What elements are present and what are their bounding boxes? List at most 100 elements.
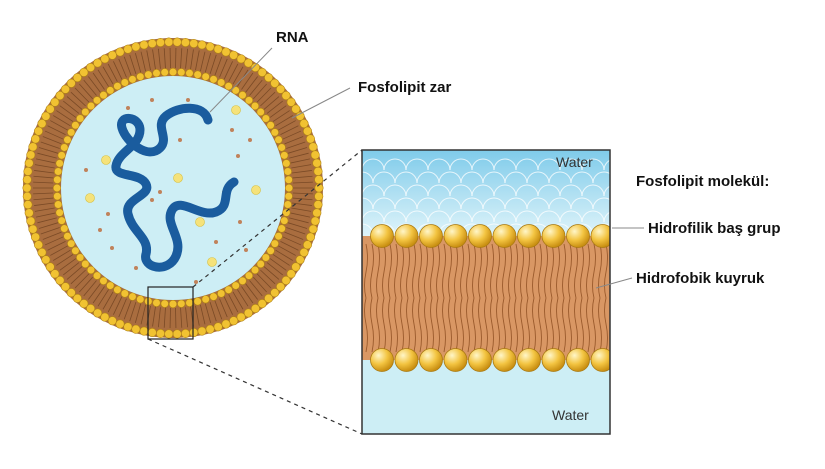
membrane-tail-line xyxy=(249,79,263,96)
water-scale xyxy=(372,197,396,210)
membrane-tail-line xyxy=(289,217,309,224)
upper-tail xyxy=(478,243,482,299)
water-scale xyxy=(394,197,418,210)
lower-tail xyxy=(574,297,578,353)
inner-head-bead xyxy=(52,183,62,193)
membrane-tail-line xyxy=(34,202,54,206)
lower-tail xyxy=(586,297,590,353)
outer-head-bead xyxy=(172,329,182,339)
outer-head-bead xyxy=(100,54,110,64)
membrane-tail-line xyxy=(123,56,132,76)
outer-head-bead xyxy=(100,312,110,322)
inner-head-bead xyxy=(76,114,85,123)
membrane-tail-line xyxy=(74,273,90,289)
lower-tail xyxy=(472,297,476,353)
membrane-tail-line xyxy=(34,170,54,174)
outer-head-bead xyxy=(302,126,312,136)
membrane-tail-line xyxy=(44,236,64,246)
outer-head-bead xyxy=(291,262,301,272)
membrane-tail-line xyxy=(152,306,156,327)
water-scale xyxy=(559,184,583,197)
membrane-tail-line xyxy=(40,227,60,235)
yellow-particle xyxy=(195,217,205,227)
bilayer-tails xyxy=(364,243,608,353)
outer-head-bead xyxy=(45,104,55,114)
membrane-tail-line xyxy=(289,152,309,159)
outer-head-bead xyxy=(313,200,323,210)
water-scale xyxy=(559,158,583,171)
outer-head-bead xyxy=(312,158,322,168)
membrane-tail-line xyxy=(269,105,287,118)
membrane-tail-line xyxy=(118,298,127,318)
lower-tail xyxy=(430,297,434,353)
membrane-tail-line xyxy=(50,120,69,131)
membrane-tail-line xyxy=(163,307,166,328)
lower-tail xyxy=(538,297,542,353)
membrane-tail-line xyxy=(152,49,156,70)
outer-head-bead xyxy=(41,111,51,121)
membrane-tail-line xyxy=(290,158,311,164)
outer-head-bead xyxy=(34,126,44,136)
outer-head-bead xyxy=(250,62,260,72)
outer-head-bead xyxy=(28,142,38,152)
outer-head-bead xyxy=(93,308,103,318)
inner-head-bead xyxy=(283,200,292,209)
membrane-tail-line xyxy=(195,305,200,326)
membrane-tail-line xyxy=(228,294,239,313)
inner-head-bead xyxy=(106,281,115,290)
head-bead xyxy=(419,348,443,372)
inner-head-bead xyxy=(120,289,129,298)
membrane-tail-line xyxy=(157,48,161,69)
water-scale xyxy=(603,185,610,197)
outer-head-bead xyxy=(41,255,51,265)
outer-head-bead xyxy=(131,42,141,52)
lower-tail xyxy=(526,297,530,353)
water-scale xyxy=(383,158,407,171)
membrane-tail-line xyxy=(42,231,62,240)
inner-head-bead xyxy=(152,69,161,78)
water-top-region xyxy=(362,150,610,236)
water-scale xyxy=(515,210,539,223)
lower-tail xyxy=(418,297,422,353)
water-scale xyxy=(615,172,637,183)
head-bead xyxy=(370,224,394,248)
membrane-tail-line xyxy=(157,307,161,328)
outer-head-beads xyxy=(22,37,324,339)
membrane-tail-line xyxy=(256,273,272,289)
upper-tail xyxy=(502,243,506,299)
inner-head-bead xyxy=(231,281,240,290)
outer-head-bead xyxy=(306,232,316,242)
hydrophobic-pointer xyxy=(595,277,633,289)
inner-head-bead xyxy=(92,96,102,105)
inner-head-bead xyxy=(224,82,233,91)
protocell xyxy=(22,37,324,339)
membrane-tail-line xyxy=(83,280,97,297)
inner-head-bead xyxy=(256,259,265,269)
water-scale xyxy=(416,197,440,210)
outer-head-bead xyxy=(26,150,36,160)
outer-head-bead xyxy=(72,293,82,303)
membrane-tail-line xyxy=(37,217,57,224)
inner-head-bead xyxy=(277,143,286,152)
water-scale xyxy=(504,171,528,184)
inner-head-bead xyxy=(76,253,85,262)
water-scale xyxy=(362,171,374,184)
membrane-tail-line xyxy=(280,240,299,251)
inner-head-bead xyxy=(244,96,254,105)
membrane-tail-line xyxy=(209,54,217,74)
membrane-tail-line xyxy=(66,96,83,110)
membrane-tail-line xyxy=(53,249,71,261)
upper-tail xyxy=(556,243,560,299)
membrane-tail-line xyxy=(292,175,313,179)
lower-tail xyxy=(460,297,464,353)
water-scale xyxy=(427,158,451,171)
outer-head-bead xyxy=(139,326,149,336)
water-scale xyxy=(405,184,429,197)
membrane-tail-line xyxy=(37,152,57,159)
membrane-tail-line xyxy=(163,48,166,69)
inner-head-bead xyxy=(177,299,186,308)
membrane-tail-line xyxy=(204,53,212,73)
outer-head-bead xyxy=(299,119,309,129)
yellow-particle xyxy=(207,257,217,267)
membrane-tail-line xyxy=(134,53,142,73)
